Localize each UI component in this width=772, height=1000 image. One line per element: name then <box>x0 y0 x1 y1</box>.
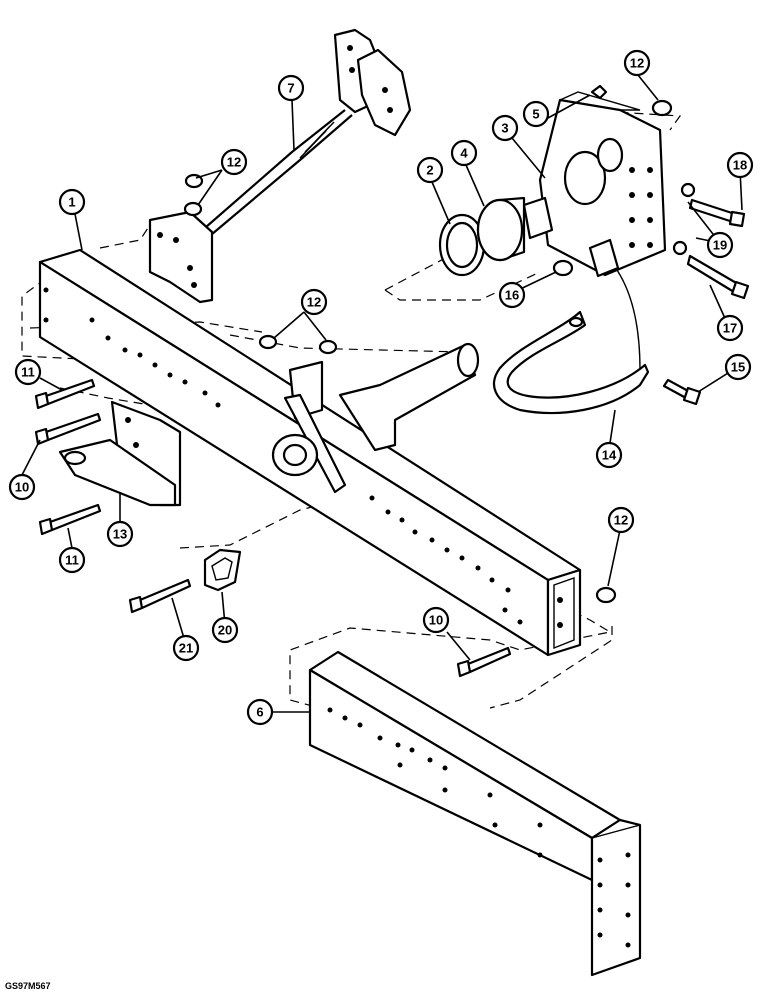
center-pivot <box>258 334 480 494</box>
part-4-bushing <box>476 196 526 262</box>
callout-13: 13 <box>106 520 134 548</box>
svg-text:12: 12 <box>630 56 644 71</box>
callout-12-top-right: 12 <box>623 49 651 77</box>
svg-text:10: 10 <box>429 613 443 628</box>
svg-text:7: 7 <box>287 81 294 96</box>
parts-17-18-19-bolts <box>672 182 750 300</box>
part-7-linkage <box>148 28 412 304</box>
svg-text:17: 17 <box>723 321 737 336</box>
svg-text:3: 3 <box>501 121 508 136</box>
part-16-nut <box>552 259 574 277</box>
svg-text:12: 12 <box>307 295 321 310</box>
part-14-strap <box>492 310 650 415</box>
callout-15: 15 <box>724 353 752 381</box>
callout-11-top: 11 <box>14 358 42 386</box>
svg-text:10: 10 <box>15 480 29 495</box>
svg-text:16: 16 <box>505 288 519 303</box>
svg-text:11: 11 <box>65 553 79 568</box>
callouts: 1 2 3 4 5 6 7 10 10 11 11 12 12 12 12 13… <box>8 49 754 726</box>
part-6-extension-beam <box>308 650 642 977</box>
svg-text:12: 12 <box>227 155 241 170</box>
svg-text:20: 20 <box>218 623 232 638</box>
svg-text:12: 12 <box>614 513 628 528</box>
callout-12-center: 12 <box>300 288 328 316</box>
part-3-housing <box>522 91 667 278</box>
callout-12-upper-left: 12 <box>220 148 248 176</box>
part-5-grease-fitting <box>590 84 608 100</box>
part-13-clevis <box>58 400 182 507</box>
callout-3: 3 <box>491 114 519 142</box>
callout-11-bottom: 11 <box>58 546 86 574</box>
callout-7: 7 <box>277 74 305 102</box>
bolts-left <box>34 378 617 678</box>
callout-1: 1 <box>58 188 86 216</box>
callout-14: 14 <box>595 441 623 469</box>
beam-holes <box>43 287 523 625</box>
figure-code: GS97M567 <box>5 981 51 991</box>
svg-text:1: 1 <box>68 195 75 210</box>
callout-19: 19 <box>706 231 734 259</box>
svg-text:13: 13 <box>113 527 127 542</box>
callout-16: 16 <box>498 281 526 309</box>
part-12-nut-top <box>651 99 673 117</box>
svg-text:19: 19 <box>713 238 727 253</box>
svg-text:2: 2 <box>426 163 433 178</box>
callout-20: 20 <box>211 616 239 644</box>
callout-10-right: 10 <box>422 606 450 634</box>
part-15-bolt <box>662 378 702 406</box>
part-20-clip <box>203 548 242 592</box>
callout-10-left: 10 <box>8 473 36 501</box>
svg-text:14: 14 <box>602 448 617 463</box>
svg-text:5: 5 <box>532 107 539 122</box>
callout-17: 17 <box>716 314 744 342</box>
callout-6: 6 <box>246 698 274 726</box>
svg-text:4: 4 <box>460 146 468 161</box>
svg-text:21: 21 <box>179 641 193 656</box>
callout-18: 18 <box>726 151 754 179</box>
svg-text:18: 18 <box>733 158 747 173</box>
svg-text:11: 11 <box>21 365 35 380</box>
callout-2: 2 <box>416 156 444 184</box>
svg-text:15: 15 <box>731 360 745 375</box>
svg-text:6: 6 <box>256 705 263 720</box>
callout-5: 5 <box>522 100 550 128</box>
callout-4: 4 <box>450 139 478 167</box>
callout-12-lower-right: 12 <box>607 506 635 534</box>
callout-21: 21 <box>172 634 200 662</box>
